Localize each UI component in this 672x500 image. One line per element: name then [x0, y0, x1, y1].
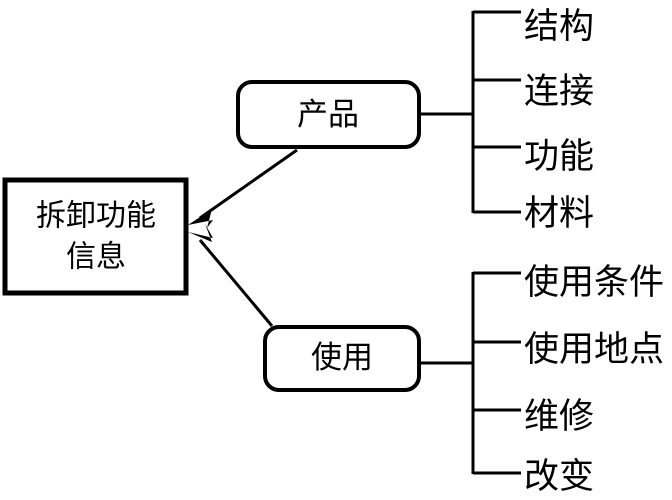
branch-node-usage-label: 使用 — [311, 340, 373, 376]
leaf-usage-3-label: 改变 — [524, 457, 594, 497]
leaf-product-0-label: 结构 — [524, 7, 594, 47]
branch-node-product[interactable]: 产品 — [236, 80, 421, 149]
leaf-usage-0[interactable]: 使用条件 — [473, 263, 664, 303]
arrow-product-shaft — [199, 148, 298, 220]
leaf-product-3-label: 材料 — [524, 194, 594, 234]
leaf-usage-3[interactable]: 改变 — [473, 457, 594, 497]
leaf-product-2[interactable]: 功能 — [473, 137, 594, 177]
root-node-label-line1: 拆卸功能 — [36, 199, 156, 234]
leaf-usage-1-label: 使用地点 — [524, 330, 664, 370]
leaf-product-3[interactable]: 材料 — [473, 194, 594, 234]
leaf-product-2-label: 功能 — [524, 137, 594, 177]
leaf-product-1-label: 连接 — [524, 72, 594, 112]
arrow-usage-shaft — [198, 239, 274, 327]
root-node-label-line2: 信息 — [66, 240, 126, 275]
arrow-usage-to-root — [188, 224, 274, 327]
arrow-product-to-root — [188, 148, 298, 228]
branch-node-product-label: 产品 — [297, 97, 359, 133]
leaf-product-1[interactable]: 连接 — [473, 72, 594, 112]
root-node-box — [2, 177, 189, 296]
branch-node-usage-box — [263, 325, 421, 392]
leaf-usage-1[interactable]: 使用地点 — [473, 330, 664, 370]
branch-node-usage[interactable]: 使用 — [263, 325, 421, 392]
root-node[interactable]: 拆卸功能 信息 — [2, 177, 189, 296]
leaf-product-0[interactable]: 结构 — [473, 7, 594, 47]
leaf-usage-0-label: 使用条件 — [524, 263, 664, 303]
arrow-usage-head — [188, 224, 213, 242]
arrow-product-head — [188, 209, 213, 228]
leaf-usage-2-label: 维修 — [524, 397, 594, 437]
leaf-usage-2[interactable]: 维修 — [473, 397, 594, 437]
